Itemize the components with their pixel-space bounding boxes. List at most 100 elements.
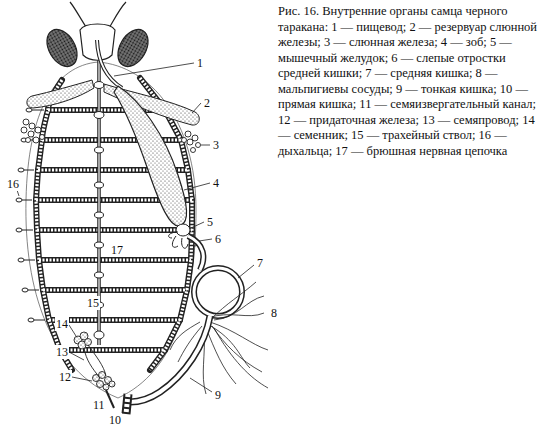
crop	[114, 86, 187, 226]
nerve-cord	[95, 182, 104, 188]
callout-number: 13	[55, 345, 69, 359]
tracheal-system	[36, 78, 192, 370]
midgut	[194, 268, 242, 316]
figure-caption: Рис. 16. Внутренние органы самца черного…	[278, 4, 548, 159]
reproductive-organs	[97, 381, 104, 388]
callout-number: 8	[270, 306, 278, 320]
reproductive-organs	[103, 384, 109, 390]
callout-number: 10	[108, 413, 122, 427]
leader-line	[184, 183, 210, 190]
tracheal-system	[36, 110, 192, 350]
salivary-gland	[196, 143, 201, 148]
salivary-gland	[192, 135, 198, 141]
nerve-cord	[94, 82, 104, 89]
leader-line	[191, 222, 204, 228]
callout-number: 2	[203, 96, 211, 110]
malpighian-tubules	[170, 322, 200, 350]
nerve-cord	[94, 331, 104, 339]
spiracle	[26, 108, 32, 112]
salivary-gland	[29, 123, 35, 129]
leader-line	[199, 239, 212, 241]
salivary-gland	[35, 127, 41, 133]
salivary-gland	[191, 148, 196, 153]
malpighian-tubules	[170, 282, 268, 394]
leader-line	[69, 325, 76, 336]
midgut	[188, 236, 242, 316]
callout-number: 7	[256, 256, 264, 270]
spiracle	[16, 228, 22, 232]
nerve-cord	[95, 272, 104, 278]
midgut	[188, 236, 203, 270]
nerve-cord	[94, 112, 104, 119]
callout-number: 16	[6, 177, 20, 191]
salivary-gland	[182, 138, 187, 143]
leader-line	[114, 63, 194, 76]
callout-number: 5	[206, 215, 214, 229]
reproductive-organs	[74, 332, 115, 408]
tracheal-system	[36, 80, 72, 370]
leader-line	[238, 265, 254, 278]
spiracle	[22, 110, 45, 320]
callout-number: 12	[58, 370, 72, 384]
tracheal-system	[36, 110, 192, 350]
rectum	[126, 394, 128, 414]
rectum	[126, 394, 128, 414]
malpighian-tubules	[212, 326, 262, 372]
head	[41, 24, 84, 72]
esophagus	[97, 40, 122, 88]
spiracle	[16, 198, 22, 202]
leader-line	[17, 63, 254, 392]
callout-number: 6	[214, 232, 222, 246]
rectum	[126, 394, 128, 414]
salivary-gland	[21, 119, 201, 153]
nerve-cord	[95, 212, 104, 218]
salivary-reservoir	[27, 80, 94, 108]
gizzard-and-caeca	[176, 224, 190, 236]
callout-number: 14	[55, 317, 69, 331]
salivary-reservoir	[27, 80, 199, 125]
esophagus	[97, 40, 122, 88]
reproductive-organs	[74, 332, 115, 390]
salivary-gland	[21, 127, 27, 133]
crop	[114, 86, 187, 226]
leader-line	[201, 145, 210, 146]
salivary-gland	[185, 131, 191, 137]
spiracle	[18, 168, 24, 172]
head	[112, 24, 155, 72]
callout-number: 15	[86, 296, 100, 310]
tracheal-system	[36, 78, 192, 370]
malpighian-tubules	[214, 328, 268, 388]
salivary-gland	[26, 138, 31, 143]
spiracle	[16, 108, 45, 322]
nerve-cord	[95, 242, 104, 248]
leader-line	[69, 352, 84, 360]
small-intestine	[130, 316, 210, 402]
spiracle	[22, 288, 28, 292]
callout-number: 17	[110, 243, 124, 257]
callout-number: 4	[212, 176, 220, 190]
salivary-gland	[23, 119, 29, 125]
midgut	[194, 268, 242, 316]
callout-number: 11	[92, 398, 106, 412]
esophagus	[97, 40, 122, 88]
reproductive-organs	[106, 390, 114, 408]
reproductive-organs	[85, 339, 92, 346]
reproductive-organs	[109, 381, 115, 387]
salivary-gland	[40, 135, 45, 140]
callout-number: 3	[212, 138, 220, 152]
nerve-cord	[95, 147, 104, 153]
malpighian-tubules	[214, 296, 264, 320]
tracheal-system	[36, 78, 192, 370]
tracheal-system	[36, 80, 72, 370]
salivary-gland	[28, 131, 34, 137]
midgut	[188, 236, 203, 270]
salivary-gland	[187, 139, 193, 145]
malpighian-tubules	[206, 328, 236, 384]
callout-number: 1	[196, 56, 204, 70]
spiracle	[28, 318, 34, 322]
salivary-gland	[33, 137, 39, 143]
leader-line	[72, 377, 92, 381]
leader-line	[190, 378, 212, 392]
